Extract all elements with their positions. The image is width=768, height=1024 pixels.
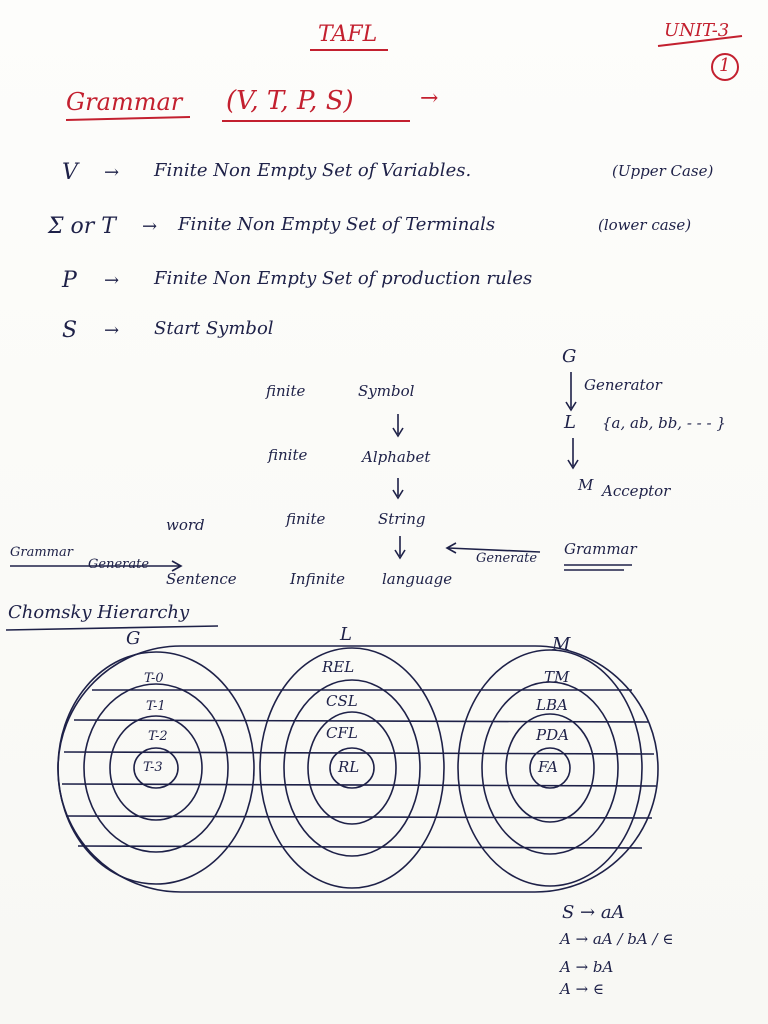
definition-symbol: Σ or T — [48, 214, 116, 239]
grammar-type-label: T-1 — [146, 699, 166, 714]
machine-label: LBA — [536, 696, 568, 714]
production-rule: A → ∈ — [560, 980, 605, 998]
column-label-g: G — [126, 628, 141, 649]
grammar-tuple: (V, T, P, S) — [226, 86, 354, 116]
definition-arrow: → — [104, 320, 120, 341]
production-rule: A → bA — [560, 958, 614, 976]
flow-size-label: finite — [266, 382, 306, 400]
machine-m: M — [578, 476, 594, 494]
definition-note: (lower case) — [598, 216, 692, 234]
machine-l: L — [564, 412, 576, 433]
language-label: RL — [338, 758, 360, 776]
flow-size-label: Infinite — [290, 570, 345, 588]
grammar-type-label: T-2 — [148, 729, 168, 744]
production-rule: S → aA — [562, 902, 625, 923]
chomsky-heading: Chomsky Hierarchy — [8, 602, 190, 623]
flow-size-label: finite — [268, 446, 308, 464]
language-label: CSL — [326, 692, 358, 710]
flow-item: language — [382, 570, 453, 588]
chomsky-diagram — [57, 645, 659, 893]
grammar-type-label: T-0 — [144, 671, 164, 686]
grammar-left-label: Grammar — [10, 545, 73, 560]
chomsky-underline — [5, 625, 219, 631]
definition-symbol: P — [62, 268, 77, 293]
language-label: CFL — [326, 724, 358, 742]
flow-arrows — [10, 372, 632, 572]
machine-label: PDA — [536, 726, 569, 744]
page-title: TAFL — [318, 22, 378, 47]
definition-text: Finite Non Empty Set of Variables. — [154, 160, 472, 181]
machine-label: TM — [544, 668, 570, 686]
definition-arrow: → — [104, 270, 120, 291]
definition-symbol: V — [62, 160, 78, 185]
machine-g: G — [562, 346, 577, 367]
grammar-arrow: → — [420, 86, 439, 111]
acceptor-label: Acceptor — [602, 482, 671, 500]
page-number-circle — [711, 53, 739, 81]
definition-text: Finite Non Empty Set of Terminals — [178, 214, 496, 235]
definition-arrow: → — [104, 162, 120, 183]
flow-size-label: finite — [286, 510, 326, 528]
machine-label: FA — [538, 758, 558, 776]
generate-right-label: Generate — [476, 551, 538, 566]
grammar-right-label: Grammar — [564, 540, 637, 558]
production-rule: A → aA / bA / ∈ — [560, 930, 674, 948]
unit-label: UNIT-3 — [664, 20, 730, 41]
definition-text: Start Symbol — [154, 318, 274, 339]
grammar-underline — [65, 116, 191, 121]
generate-left-label: Generate — [88, 557, 150, 572]
flow-left-label: Sentence — [166, 570, 237, 588]
language-set: {a, ab, bb, - - - } — [602, 414, 726, 432]
flow-item: Symbol — [358, 382, 415, 400]
flow-item: String — [378, 510, 426, 528]
generator-label: Generator — [584, 376, 662, 394]
grammar-heading: Grammar — [66, 88, 183, 116]
definition-symbol: S — [62, 318, 78, 343]
grammar-type-label: T-3 — [143, 760, 163, 775]
definition-text: Finite Non Empty Set of production rules — [154, 268, 533, 289]
language-label: REL — [322, 658, 355, 676]
column-label-m: M — [552, 634, 571, 655]
column-label-l: L — [340, 624, 352, 645]
definition-arrow: → — [142, 216, 158, 237]
unit-underline — [657, 35, 743, 47]
page-number: 1 — [719, 55, 731, 76]
flow-left-label: word — [166, 516, 205, 534]
flow-item: Alphabet — [362, 448, 431, 466]
definition-note: (Upper Case) — [612, 162, 714, 180]
